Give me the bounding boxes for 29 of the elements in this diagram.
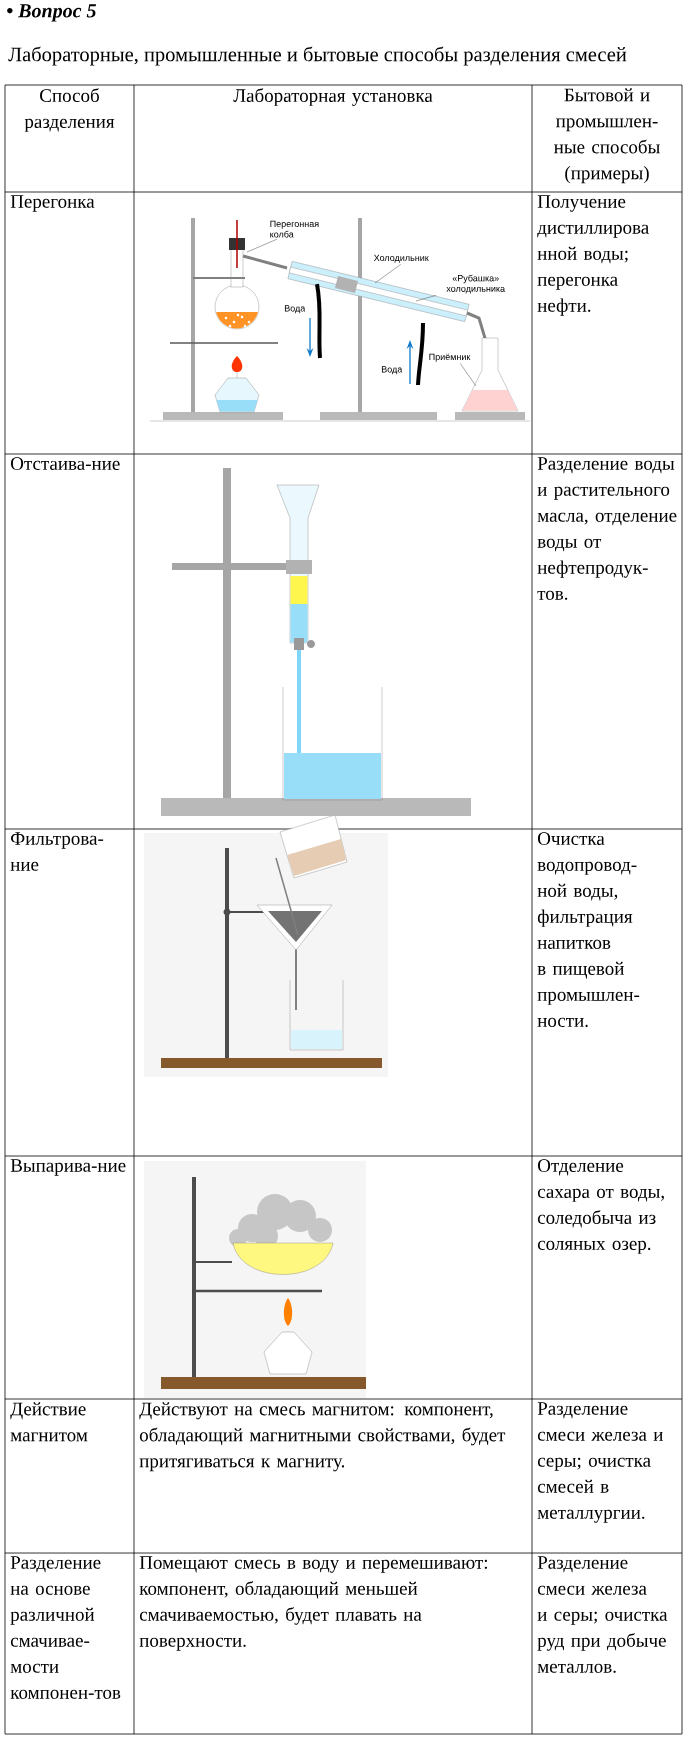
water-label: Вода <box>284 305 306 314</box>
callout-label: Приёмник <box>429 353 471 362</box>
water-label: Вода <box>381 366 403 375</box>
leader-line <box>374 264 402 284</box>
callout-label: «Рубашка» холодильника <box>446 274 506 294</box>
setup-description: Помещают смесь в воду и перемешивают: компонент, обладающий меньшей смачиваемостью, будет плавать на поверхности. <box>139 1556 487 1651</box>
callout-label: Холодильник <box>373 254 429 263</box>
column-header: Способ разделения <box>24 88 115 132</box>
usage-examples: Получение дистиллирова нной воды; перегонка нефти. <box>537 195 649 316</box>
usage-examples: Отделение сахара от воды, соледобыча из соляных озер. <box>537 1159 664 1254</box>
leader-line <box>459 363 477 387</box>
usage-examples: Разделение воды и растительного масла, отделение воды от нефтепродук-тов. <box>537 457 677 600</box>
leader-line <box>415 295 437 302</box>
heading: Лабораторные, промышленные и бытовые способы разделения смесей <box>8 46 627 66</box>
callout-label: Перегонная колба <box>270 220 319 238</box>
method-name: Отстаива-ние <box>11 457 120 470</box>
method-name: Разделение на основе различной смачивае-мости компонен-тов <box>10 1556 121 1699</box>
method-name: Действие магнитом <box>10 1402 88 1442</box>
usage-examples: Разделение смеси железа и серы; очистка руд при добыче металлов. <box>537 1556 668 1673</box>
usage-examples: Очистка водопровод-ной воды, фильтрация напитков в пищевой промышлен-ности. <box>537 832 640 1028</box>
column-header: Лабораторная установка <box>233 88 433 106</box>
question-title: • Вопрос 5 <box>7 4 97 22</box>
method-name: Фильтрова-ние <box>10 832 104 871</box>
leader-line <box>246 238 278 253</box>
method-name: Перегонка <box>10 195 95 212</box>
usage-examples: Разделение смеси железа и серы; очистка смесей в металлургии. <box>537 1402 663 1523</box>
setup-description: Действуют на смесь магнитом: компонент, обладающий магнитными свойствами, будет притягиваться к магниту. <box>139 1402 506 1472</box>
column-header: Бытовой и промышлен-ные способы (примеры) <box>554 88 660 184</box>
method-name: Выпарива-ние <box>10 1159 126 1176</box>
